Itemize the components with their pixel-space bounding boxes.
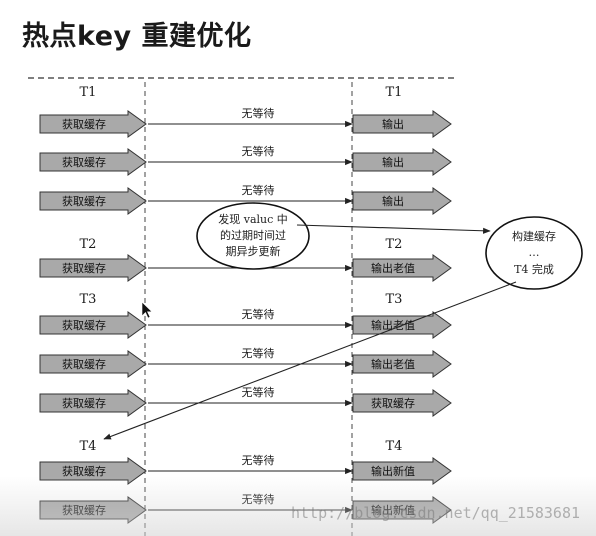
group-label-left-3: T4: [80, 439, 97, 454]
mouse-cursor-icon: [141, 301, 153, 319]
output-box-2-0-label: 输出老值: [371, 318, 415, 332]
page-title: 热点key 重建优化: [22, 21, 252, 52]
get-cache-box-0-1: 获取缓存: [39, 148, 147, 176]
note-line-2: 的过期时间过: [220, 228, 286, 242]
no-wait-label-0-0: 无等待: [242, 106, 275, 120]
get-cache-box-3-0: 获取缓存: [39, 457, 147, 485]
get-cache-box-2-1: 获取缓存: [39, 350, 147, 378]
get-cache-box-2-0-label: 获取缓存: [62, 318, 106, 332]
no-wait-label-0-1: 无等待: [242, 144, 275, 158]
no-wait-label-2-2: 无等待: [242, 385, 275, 399]
output-box-0-2-label: 输出: [382, 194, 404, 208]
get-cache-box-0-1-label: 获取缓存: [62, 155, 106, 169]
output-box-0-0-label: 输出: [382, 117, 404, 131]
get-cache-box-0-0-label: 获取缓存: [62, 117, 106, 131]
get-cache-box-2-0: 获取缓存: [39, 311, 147, 339]
rebuild-line-2: …: [529, 246, 540, 259]
rebuild-line-1: 构建缓存: [512, 229, 556, 243]
group-label-left-0: T1: [80, 85, 97, 100]
get-cache-box-0-2-label: 获取缓存: [62, 194, 106, 208]
no-wait-label-2-0: 无等待: [242, 307, 275, 321]
output-box-2-1-label: 输出老值: [371, 357, 415, 371]
note-line-1: 发现 valuc 中: [218, 212, 288, 226]
get-cache-box-0-2: 获取缓存: [39, 187, 147, 215]
group-label-left-1: T2: [80, 237, 97, 252]
note-to-rebuild-arrow: [296, 224, 491, 234]
get-cache-box-3-1: 获取缓存: [39, 496, 147, 524]
output-box-2-2: 获取缓存: [352, 389, 452, 417]
get-cache-box-1-0-label: 获取缓存: [62, 261, 106, 275]
output-box-2-2-label: 获取缓存: [371, 396, 415, 410]
get-cache-box-2-2: 获取缓存: [39, 389, 147, 417]
get-cache-box-3-0-label: 获取缓存: [62, 464, 106, 478]
output-box-3-0-label: 输出新值: [371, 464, 415, 478]
group-label-right-3: T4: [386, 439, 403, 454]
output-box-0-2: 输出: [352, 187, 452, 215]
rebuild-line-3: T4 完成: [514, 262, 554, 276]
output-box-3-0: 输出新值: [352, 457, 452, 485]
group-label-right-1: T2: [386, 237, 403, 252]
rebuild-cache-note: 构建缓存 … T4 完成: [485, 216, 583, 290]
get-cache-box-2-1-label: 获取缓存: [62, 357, 106, 371]
no-wait-label-0-2: 无等待: [242, 183, 275, 197]
get-cache-box-0-0: 获取缓存: [39, 110, 147, 138]
output-box-2-1: 输出老值: [352, 350, 452, 378]
group-label-right-0: T1: [386, 85, 403, 100]
output-box-0-1-label: 输出: [382, 155, 404, 169]
rebuild-to-t4-arrow: [103, 281, 517, 440]
no-wait-label-3-1: 无等待: [242, 492, 275, 506]
note-line-3: 期异步更新: [226, 244, 281, 258]
output-box-1-0: 输出老值: [352, 254, 452, 282]
output-box-0-1: 输出: [352, 148, 452, 176]
get-cache-box-1-0: 获取缓存: [39, 254, 147, 282]
get-cache-box-2-2-label: 获取缓存: [62, 396, 106, 410]
group-label-right-2: T3: [386, 292, 403, 307]
output-box-1-0-label: 输出老值: [371, 261, 415, 275]
no-wait-label-3-0: 无等待: [242, 453, 275, 467]
no-wait-label-2-1: 无等待: [242, 346, 275, 360]
expire-note: 发现 valuc 中 的过期时间过 期异步更新: [196, 202, 310, 270]
get-cache-box-3-1-label: 获取缓存: [62, 503, 106, 517]
watermark: http://blog.csdn.net/qq_21583681: [291, 504, 580, 522]
output-box-0-0: 输出: [352, 110, 452, 138]
group-label-left-2: T3: [80, 292, 97, 307]
